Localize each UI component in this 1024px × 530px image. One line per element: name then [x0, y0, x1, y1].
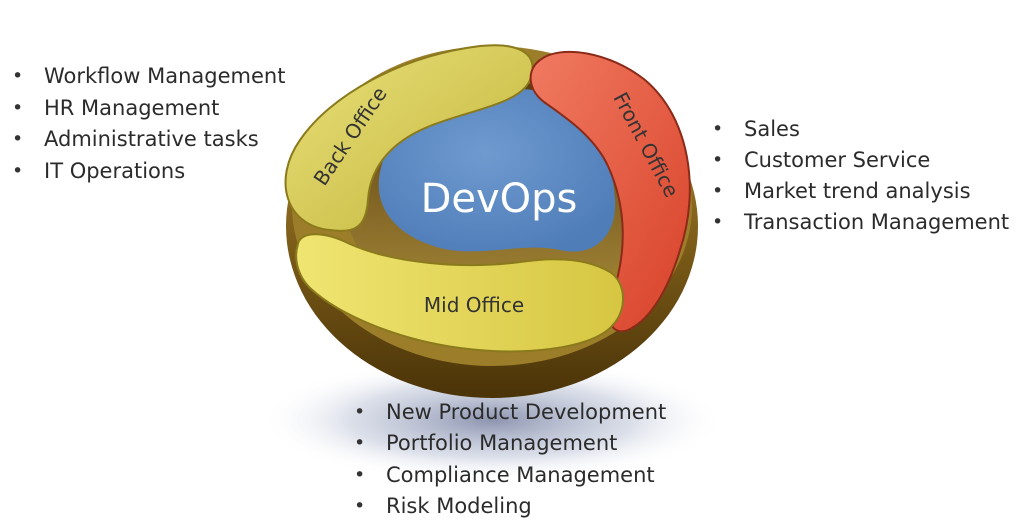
list-item: Transaction Management — [710, 207, 1009, 238]
list-item: IT Operations — [10, 156, 285, 188]
devops-center-label: DevOps — [421, 176, 578, 222]
list-item: Sales — [710, 114, 1009, 145]
mid-office-label: Mid Office — [424, 293, 524, 317]
devops-center-shape — [378, 88, 616, 252]
mid-office-segment — [295, 233, 625, 353]
list-item: Compliance Management — [352, 460, 666, 492]
front-office-list: Sales Customer Service Market trend anal… — [710, 114, 1009, 238]
mid-office-list: New Product Development Portfolio Manage… — [352, 397, 666, 522]
list-item: Administrative tasks — [10, 124, 285, 156]
list-item: Customer Service — [710, 145, 1009, 176]
list-item: Portfolio Management — [352, 428, 666, 460]
list-item: Market trend analysis — [710, 176, 1009, 207]
list-item: Risk Modeling — [352, 491, 666, 523]
list-item: New Product Development — [352, 397, 666, 429]
list-item: Workflow Management — [10, 61, 285, 93]
list-item: HR Management — [10, 93, 285, 125]
back-office-segment — [284, 44, 534, 232]
back-office-list: Workflow Management HR Management Admini… — [10, 61, 285, 187]
front-office-segment — [529, 50, 691, 333]
